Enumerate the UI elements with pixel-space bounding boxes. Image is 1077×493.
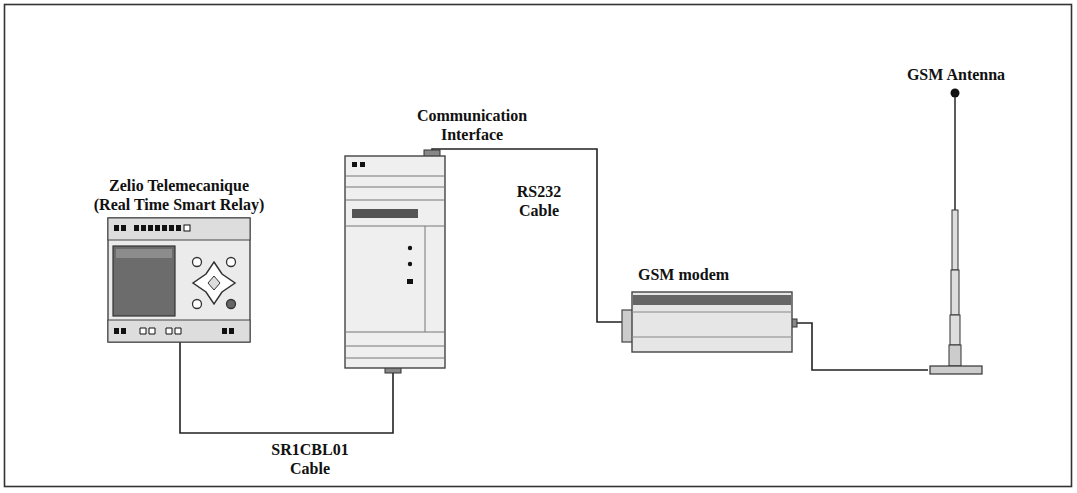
interface-bands [345,176,445,358]
modem-stripe [633,295,791,305]
antenna-segment [951,270,959,315]
cable-wire [792,323,928,370]
relay-terminals [114,328,234,334]
device-label: GSM modem [638,265,778,284]
interface-dot [408,246,412,250]
relay-button [193,258,202,267]
relay-terminal [184,225,190,231]
relay-button [227,300,236,309]
interface-leds [352,162,365,167]
interface-drawing [345,150,445,373]
device-heading: GSM modem [638,265,778,284]
interface-dot [408,262,412,266]
device-label: GSM Antenna [876,65,1036,84]
antenna-whip [954,97,956,210]
relay-bottom-strip [108,320,250,342]
relay-body [108,218,250,342]
interface-dot [407,279,413,284]
frame-border [5,5,1072,487]
device-heading: Zelio Telemecanique (Real Time Smart Rel… [90,176,268,214]
modem-lines [632,312,792,337]
gsm-modem-drawing [622,292,797,352]
relay-screen [113,246,175,316]
smart-relay-drawing [108,218,250,342]
gsm-antenna: GSM Antenna [928,88,984,378]
antenna-segment [950,315,960,345]
relay-terminals [114,225,181,231]
device-label: Zelio Telemecanique (Real Time Smart Rel… [90,176,268,214]
antenna-base [930,366,982,374]
gsm-antenna-drawing [930,89,982,375]
device-label: Communication Interface [407,106,537,144]
device-heading: Communication Interface [407,106,537,144]
modem-body [632,292,792,352]
relay-keypad-center [208,276,220,290]
smart-relay: Zelio Telemecanique (Real Time Smart Rel… [108,218,250,342]
relay-button [227,258,236,267]
relay-keypad [193,262,235,304]
relay-top-strip [108,218,250,240]
antenna-tip [951,89,960,98]
interface-slot [352,209,418,218]
cable-label: SR1CBL01 Cable [262,440,358,478]
relay-button [193,300,202,309]
antenna-segment [949,345,961,366]
gsm-modem: GSM modem [632,292,792,352]
relay-screen-band [116,249,172,258]
interface-body [345,156,445,368]
relay-terminals [140,328,181,334]
cable-label: RS232 Cable [503,182,575,220]
communication-interface: Communication Interface [345,156,445,368]
device-heading: GSM Antenna [876,65,1036,84]
cable-wire [432,149,632,322]
antenna-segment [952,210,958,270]
